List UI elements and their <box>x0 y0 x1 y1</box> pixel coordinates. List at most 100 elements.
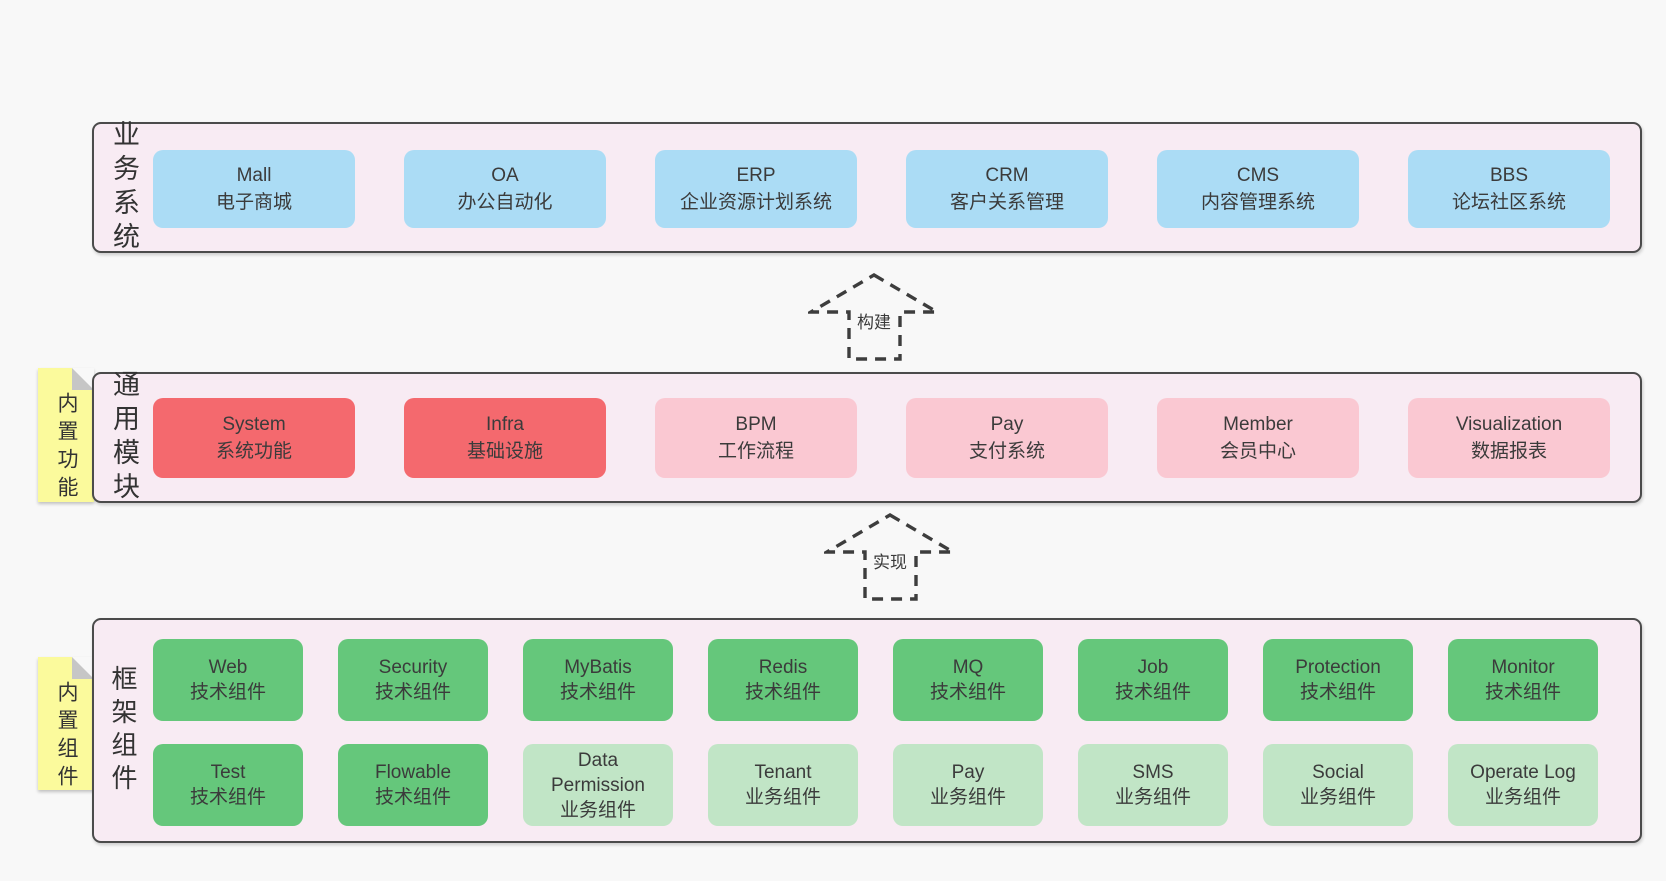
box-security: Security 技术组件 <box>338 639 488 721</box>
box-title: ERP <box>736 165 776 186</box>
box-flowable: Flowable 技术组件 <box>338 744 488 826</box>
box-subtitle: 基础设施 <box>466 441 543 462</box>
box-bpm: BPM 工作流程 <box>655 398 857 478</box>
box-subtitle: 技术组件 <box>374 682 451 703</box>
box-subtitle: 业务组件 <box>744 787 821 808</box>
box-title: Infra <box>485 414 525 435</box>
box-subtitle: 支付系统 <box>968 441 1045 462</box>
box-job: Job 技术组件 <box>1078 639 1228 721</box>
box-pay-system: Pay 支付系统 <box>906 398 1108 478</box>
box-mq: MQ 技术组件 <box>893 639 1043 721</box>
box-title: Social <box>1312 762 1364 783</box>
box-subtitle: 技术组件 <box>189 787 266 808</box>
box-title: Redis <box>758 657 808 678</box>
sticky-built-in-components: 内置组件 <box>38 657 94 793</box>
box-title: CRM <box>985 165 1029 186</box>
box-title: Mall <box>236 165 272 186</box>
box-title: Operate Log <box>1470 762 1576 783</box>
box-operate-log: Operate Log 业务组件 <box>1448 744 1598 826</box>
box-title: BPM <box>735 414 777 435</box>
box-subtitle: 业务组件 <box>559 799 636 821</box>
box-infra: Infra 基础设施 <box>404 398 606 478</box>
box-subtitle: 数据报表 <box>1470 441 1547 462</box>
box-subtitle: 论坛社区系统 <box>1451 192 1566 213</box>
box-subtitle: 技术组件 <box>559 682 636 703</box>
arrow-build-label: 构建 <box>854 308 894 333</box>
panel-framework-components: 框架组件 Web 技术组件 Security 技术组件 MyBatis 技术组件… <box>92 618 1642 843</box>
box-subtitle: 客户关系管理 <box>949 192 1064 213</box>
box-crm: CRM 客户关系管理 <box>906 150 1108 228</box>
box-cms: CMS 内容管理系统 <box>1157 150 1359 228</box>
box-title: System <box>222 414 286 435</box>
arrow-up-icon <box>808 273 940 361</box>
sticky-built-in-components-label: 内置组件 <box>55 681 78 793</box>
box-erp: ERP 企业资源计划系统 <box>655 150 857 228</box>
panel-modules-label: 通用模块 <box>109 369 139 506</box>
panel-business-label: 业务系统 <box>109 119 139 256</box>
box-title: BBS <box>1489 165 1529 186</box>
box-social: Social 业务组件 <box>1263 744 1413 826</box>
box-title: Member <box>1223 414 1293 435</box>
arrow-implement-label: 实现 <box>870 548 910 573</box>
box-oa: OA 办公自动化 <box>404 150 606 228</box>
panel-framework-label: 框架组件 <box>108 664 138 797</box>
box-member: Member 会员中心 <box>1157 398 1359 478</box>
box-subtitle: 业务组件 <box>1484 787 1561 808</box>
box-title: Tenant <box>754 762 812 783</box>
box-subtitle: 技术组件 <box>374 787 451 808</box>
box-subtitle: 系统功能 <box>215 441 292 462</box>
box-subtitle: 技术组件 <box>1484 682 1561 703</box>
box-subtitle: 业务组件 <box>929 787 1006 808</box>
box-title: Data Permission <box>551 749 645 796</box>
box-visualization: Visualization 数据报表 <box>1408 398 1610 478</box>
box-subtitle: 工作流程 <box>717 441 794 462</box>
box-tenant: Tenant 业务组件 <box>708 744 858 826</box>
box-protection: Protection 技术组件 <box>1263 639 1413 721</box>
box-monitor: Monitor 技术组件 <box>1448 639 1598 721</box>
box-title: Job <box>1137 657 1169 678</box>
box-subtitle: 技术组件 <box>1299 682 1376 703</box>
panel-business-systems: 业务系统 Mall 电子商城 OA 办公自动化 ERP 企业资源计划系统 CRM… <box>92 119 1642 256</box>
panel-common-modules: 通用模块 System 系统功能 Infra 基础设施 BPM 工作流程 Pay… <box>92 369 1642 506</box>
box-subtitle: 技术组件 <box>189 682 266 703</box>
box-subtitle: 业务组件 <box>1299 787 1376 808</box>
sticky-built-in-features: 内置功能 <box>38 368 94 504</box>
box-title: SMS <box>1132 762 1174 783</box>
box-web: Web 技术组件 <box>153 639 303 721</box>
box-data-permission: Data Permission 业务组件 <box>523 744 673 826</box>
box-title: Test <box>210 762 246 783</box>
box-title: MyBatis <box>564 657 632 678</box>
box-subtitle: 办公自动化 <box>457 192 553 213</box>
sticky-built-in-features-label: 内置功能 <box>55 392 78 504</box>
box-mall: Mall 电子商城 <box>153 150 355 228</box>
box-title: OA <box>491 165 519 186</box>
box-title: Visualization <box>1455 414 1563 435</box>
box-subtitle: 电子商城 <box>215 192 292 213</box>
box-sms: SMS 业务组件 <box>1078 744 1228 826</box>
box-subtitle: 会员中心 <box>1219 441 1296 462</box>
box-title: Pay <box>990 414 1024 435</box>
box-title: Security <box>378 657 448 678</box>
arrow-implement: 实现 <box>824 512 956 602</box>
box-subtitle: 业务组件 <box>1114 787 1191 808</box>
box-subtitle: 技术组件 <box>744 682 821 703</box>
box-bbs: BBS 论坛社区系统 <box>1408 150 1610 228</box>
box-title: Pay <box>951 762 985 783</box>
box-title: MQ <box>952 657 984 678</box>
box-system: System 系统功能 <box>153 398 355 478</box>
box-subtitle: 技术组件 <box>1114 682 1191 703</box>
box-subtitle: 技术组件 <box>929 682 1006 703</box>
box-test: Test 技术组件 <box>153 744 303 826</box>
box-redis: Redis 技术组件 <box>708 639 858 721</box>
box-pay-component: Pay 业务组件 <box>893 744 1043 826</box>
arrow-up-icon <box>824 513 956 601</box>
box-mybatis: MyBatis 技术组件 <box>523 639 673 721</box>
box-title: Protection <box>1295 657 1381 678</box>
box-title: Monitor <box>1491 657 1555 678</box>
box-subtitle: 企业资源计划系统 <box>679 192 832 213</box>
arrow-build: 构建 <box>808 272 940 362</box>
box-subtitle: 内容管理系统 <box>1200 192 1315 213</box>
box-title: Flowable <box>374 762 452 783</box>
box-title: CMS <box>1236 165 1280 186</box>
